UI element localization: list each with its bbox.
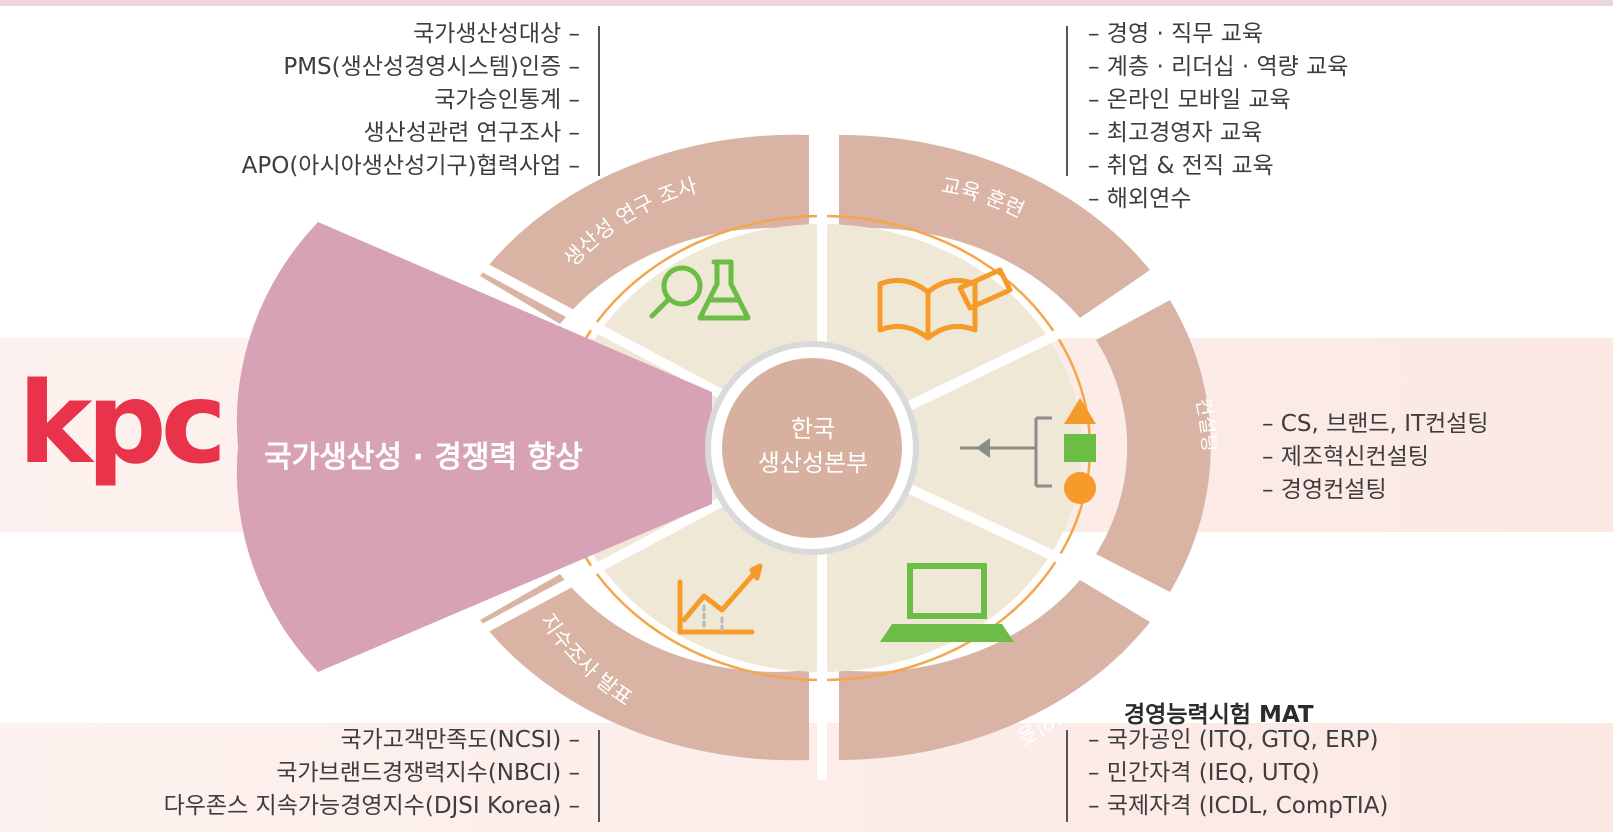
list-item: – 경영컨설팅 [1262, 477, 1387, 503]
list-item: 국가브랜드경쟁력지수(NBCI) – [276, 760, 580, 786]
divider-bottom-right [1066, 730, 1068, 822]
list-item: 다우존스 지속가능경영지수(DJSI Korea) – [163, 793, 580, 819]
list-item: – 국가공인 (ITQ, GTQ, ERP) [1088, 727, 1379, 753]
list-item: – CS, 브랜드, IT컨설팅 [1262, 411, 1489, 437]
outer-ring [480, 134, 1211, 761]
ring-segment-index [480, 574, 809, 761]
list-item: – 제조혁신컨설팅 [1262, 444, 1429, 470]
divider-bottom-left [598, 730, 600, 822]
list-item: – 취업 & 전직 교육 [1088, 153, 1274, 179]
center-label-line2: 생산성본부 [757, 449, 869, 477]
certification-list: – 국가공인 (ITQ, GTQ, ERP) – 민간자격 (IEQ, UTQ)… [1088, 724, 1388, 823]
center-label: 한국 생산성본부 [724, 412, 902, 480]
divider-top-left [598, 26, 600, 176]
ring-segment-consulting [1096, 300, 1211, 592]
list-item: 국가승인통계 – [434, 87, 580, 113]
list-item: PMS(생산성경영시스템)인증 – [283, 54, 580, 80]
mat-title: 경영능력시험 MAT [1124, 702, 1314, 728]
ring-segment-certification [839, 580, 1150, 760]
ring-segment-training [839, 134, 1150, 318]
consulting-list: – CS, 브랜드, IT컨설팅 – 제조혁신컨설팅 – 경영컨설팅 [1262, 408, 1489, 507]
flowchart-shapes-icon [960, 398, 1096, 504]
list-item: 생산성관련 연구조사 – [363, 120, 580, 146]
top-border [0, 0, 1613, 6]
divider-top-right [1066, 26, 1068, 176]
research-list: 국가생산성대상 – PMS(생산성경영시스템)인증 – 국가승인통계 – 생산성… [60, 18, 580, 183]
list-item: 국가고객만족도(NCSI) – [340, 727, 580, 753]
list-item: – 온라인 모바일 교육 [1088, 87, 1291, 113]
goal-wedge [236, 222, 712, 672]
list-item: – 경영 · 직무 교육 [1088, 21, 1264, 47]
training-list: – 경영 · 직무 교육 – 계층 · 리더십 · 역량 교육 – 온라인 모바… [1088, 18, 1348, 216]
list-item: – 계층 · 리더십 · 역량 교육 [1088, 54, 1349, 80]
list-item: – 국제자격 (ICDL, CompTIA) [1088, 793, 1389, 819]
ring-segment-research [480, 134, 809, 324]
list-item: APO(아시아생산성기구)협력사업 – [241, 153, 580, 179]
list-item: – 해외연수 [1088, 186, 1192, 212]
rising-chart-icon [677, 563, 763, 635]
list-item: 국가생산성대상 – [413, 21, 580, 47]
index-list: 국가고객만족도(NCSI) – 국가브랜드경쟁력지수(NBCI) – 다우존스 … [20, 724, 580, 823]
kpc-logo: kpc [18, 359, 227, 489]
magnifier-flask-icon [649, 259, 751, 321]
list-item: – 최고경영자 교육 [1088, 120, 1263, 146]
list-item: – 민간자격 (IEQ, UTQ) [1088, 760, 1320, 786]
laptop-icon [880, 563, 1014, 642]
slogan-text: 국가생산성 · 경쟁력 향상 [264, 440, 583, 475]
center-label-line1: 한국 [790, 415, 836, 443]
book-pencil-icon [877, 267, 1013, 341]
center-circle [722, 358, 902, 538]
